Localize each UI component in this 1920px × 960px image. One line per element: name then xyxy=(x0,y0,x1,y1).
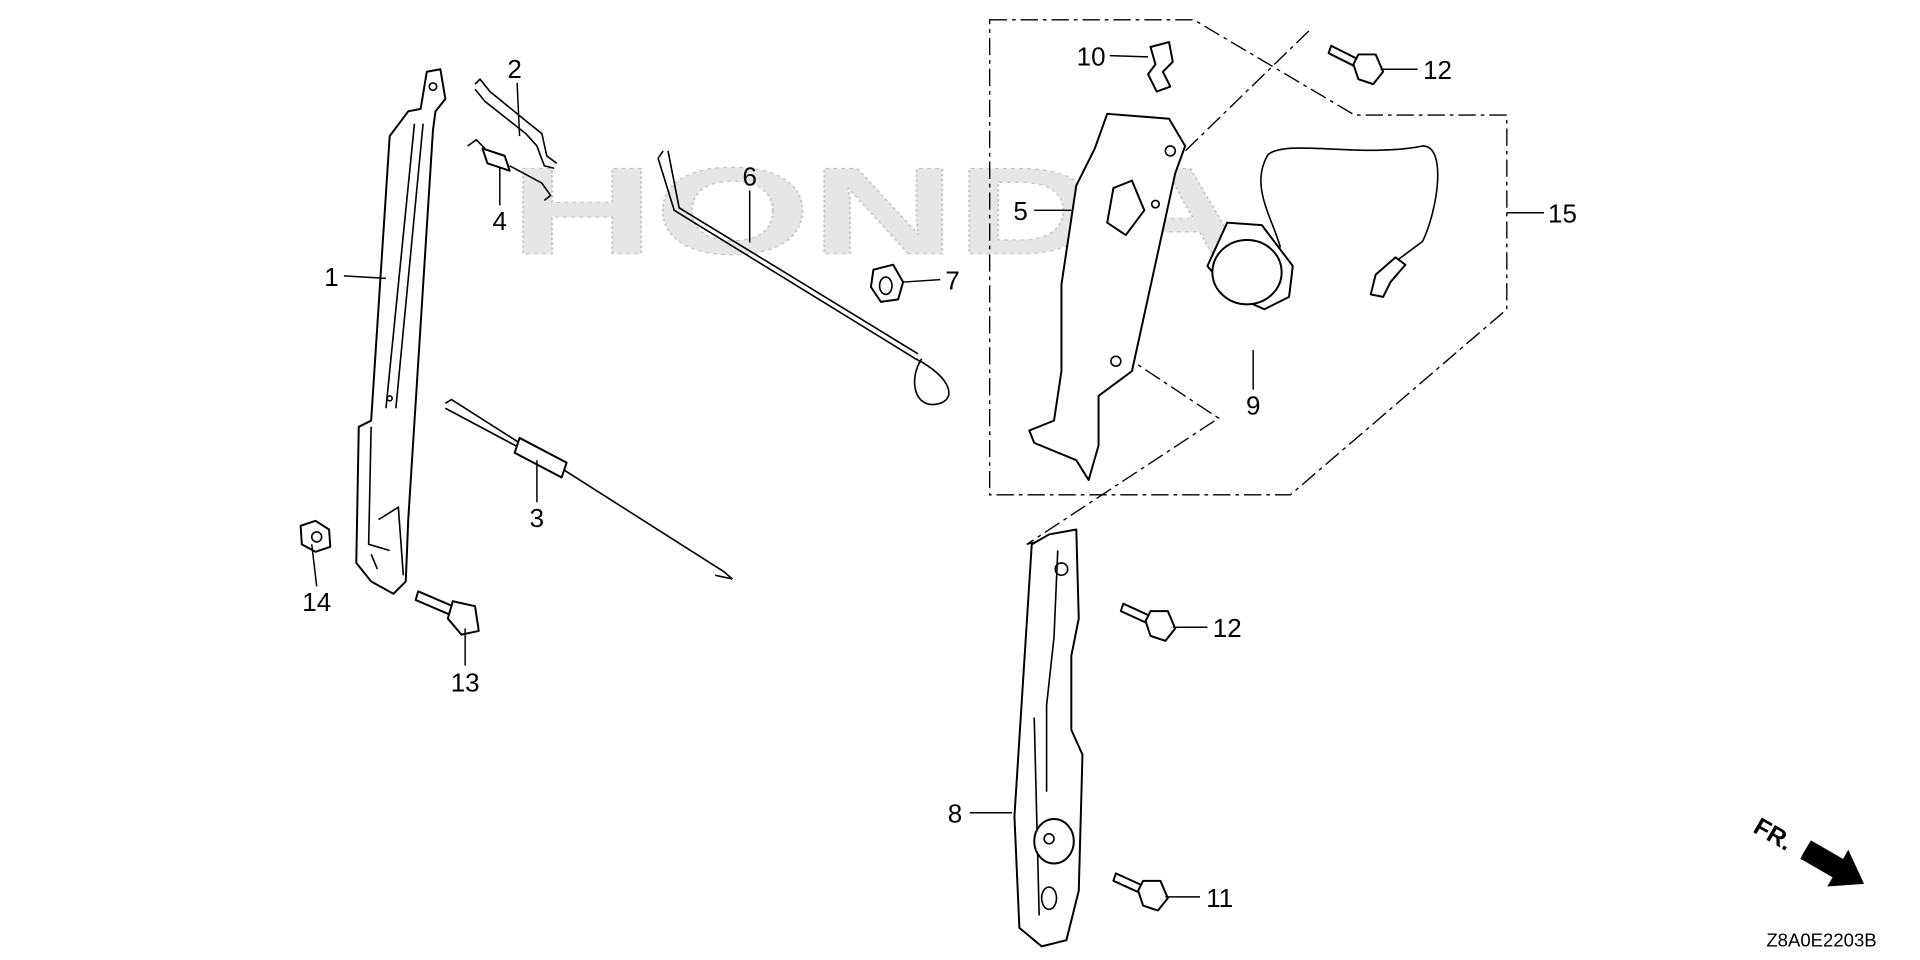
part-13-bolt xyxy=(414,590,480,636)
callout-6[interactable]: 6 xyxy=(742,162,756,192)
callout-4[interactable]: 4 xyxy=(493,206,507,236)
part-5-bracket xyxy=(1028,112,1187,481)
part-2-clip xyxy=(474,77,558,170)
part-7-grommet xyxy=(869,263,905,303)
part-3-cable xyxy=(444,398,733,580)
assembly-15-outline xyxy=(989,19,1508,545)
part-12-bolt-top xyxy=(1327,44,1385,86)
part-8-bracket xyxy=(1013,528,1084,948)
part-9-switch xyxy=(1206,145,1439,311)
callout-1[interactable]: 1 xyxy=(324,262,338,292)
callout-13[interactable]: 13 xyxy=(451,668,480,698)
part-4-spring xyxy=(467,138,552,202)
front-direction-indicator: FR. xyxy=(1749,813,1865,887)
callout-2[interactable]: 2 xyxy=(507,54,521,84)
part-14-nut xyxy=(299,519,332,553)
callout-12-mid[interactable]: 12 xyxy=(1213,613,1242,643)
callout-11[interactable]: 11 xyxy=(1206,883,1233,913)
part-12-bolt-mid xyxy=(1119,602,1177,642)
callout-5[interactable]: 5 xyxy=(1013,196,1027,226)
callout-8[interactable]: 8 xyxy=(948,799,962,829)
part-10-clip xyxy=(1147,41,1174,93)
part-1-bracket xyxy=(355,68,447,595)
callout-9[interactable]: 9 xyxy=(1246,390,1260,420)
drawing-code: Z8A0E2203B xyxy=(1766,929,1876,950)
callout-15[interactable]: 15 xyxy=(1548,199,1577,229)
front-label: FR. xyxy=(1749,813,1797,856)
front-arrow-icon xyxy=(1800,840,1865,887)
callout-10[interactable]: 10 xyxy=(1077,42,1106,72)
callout-3[interactable]: 3 xyxy=(530,503,544,533)
callout-14[interactable]: 14 xyxy=(302,587,331,617)
leader-lines xyxy=(311,54,1544,898)
part-11-bolt xyxy=(1112,872,1169,912)
callout-12-top[interactable]: 12 xyxy=(1423,55,1452,85)
part-6-rod xyxy=(657,150,950,406)
callout-7[interactable]: 7 xyxy=(945,265,959,295)
